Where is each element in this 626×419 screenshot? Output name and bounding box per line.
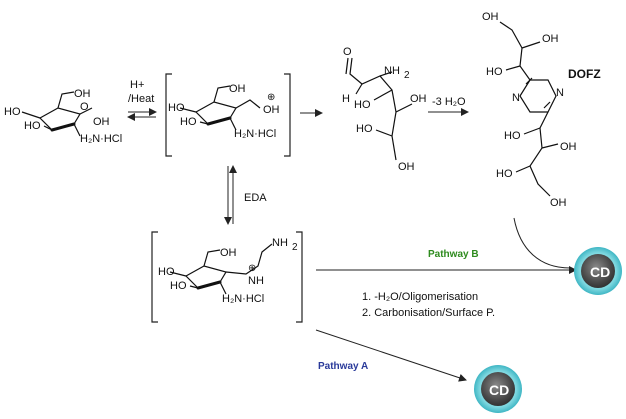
eda-amine-label: NH 2 (272, 237, 298, 253)
structure-label: N (556, 87, 564, 99)
eda-arrow: EDA (224, 165, 267, 225)
equilibrium-arrow-1: H+ /Heat (127, 79, 157, 121)
structure-label: HO (158, 266, 175, 278)
structure-label: OH (560, 141, 577, 153)
structure-label: Pathway A (318, 361, 368, 372)
carbon-dot-a: CD (474, 365, 522, 413)
structure-label: EDA (244, 192, 267, 204)
structure-label: OH (542, 33, 559, 45)
structure-label: HO (170, 280, 187, 292)
structure-label: N (512, 92, 520, 104)
amine-label: NH 2 (384, 65, 410, 81)
carbon-dot-b: CD (574, 247, 622, 295)
structure-label: NH (248, 275, 264, 287)
structure-label: OH (398, 161, 415, 173)
structure-label: HO (4, 106, 21, 118)
structure-label: Pathway B (428, 249, 479, 260)
structure-label: OH (93, 116, 110, 128)
structure-label: OH (410, 93, 427, 105)
structure-label: H₂N·HCl (234, 128, 276, 140)
structure-label: HO (356, 123, 373, 135)
structure-label: HO (168, 102, 185, 114)
dofz-molecule: N N OH OH HO DOFZ HO OH HO OH (482, 11, 601, 209)
pathway-b: Pathway B (316, 217, 577, 274)
structure-label: ⊕ (267, 92, 275, 103)
structure-label: HO (486, 66, 503, 78)
structure-label: OH (229, 83, 246, 95)
structure-label: HO (504, 130, 521, 142)
structure-label: HO (496, 168, 513, 180)
structure-label: OH (74, 88, 91, 100)
pathway-a: Pathway A (315, 329, 467, 382)
structure-label: NH (272, 237, 288, 249)
structure-label: NH (384, 65, 400, 77)
condition-step-2: 2. Carbonisation/Surface P. (362, 307, 495, 319)
structure-label: OH (220, 247, 237, 259)
condition-step-1: 1. -H₂O/Oligomerisation (362, 291, 478, 303)
dehydration-arrow: -3 H₂O (428, 96, 469, 116)
structure-label: CD (489, 382, 509, 398)
structure-label: HO (180, 116, 197, 128)
structure-label: H₂N·HCl (80, 133, 122, 145)
structure-label: O (80, 101, 89, 113)
structure-label: OH (550, 197, 567, 209)
structure-label: OH (263, 104, 280, 116)
structure-label: -3 H₂O (432, 96, 466, 108)
structure-label: HO (24, 120, 41, 132)
structure-label: 2 (292, 242, 298, 253)
glucosamine-molecule: OH O OH HO HO H₂N·HCl (4, 88, 122, 145)
structure-label: ⊕ (248, 263, 256, 274)
structure-label: 2 (404, 70, 410, 81)
structure-label: H+ (130, 79, 144, 91)
open-chain-aminosugar: O H NH 2 HO OH HO OH (342, 46, 427, 173)
structure-label: HO (354, 99, 371, 111)
structure-label: O (343, 46, 352, 58)
structure-label: CD (590, 264, 610, 280)
structure-label: H (342, 93, 350, 105)
imine-intermediate: OH NH 2 NH ⊕ HO HO H₂N·HCl (151, 231, 303, 323)
protonated-intermediate: OH OH ⊕ HO HO H₂N·HCl (165, 73, 291, 157)
structure-label: /Heat (128, 93, 154, 105)
structure-label: OH (482, 11, 499, 23)
structure-label: H₂N·HCl (222, 293, 264, 305)
structure-label: DOFZ (568, 67, 601, 81)
